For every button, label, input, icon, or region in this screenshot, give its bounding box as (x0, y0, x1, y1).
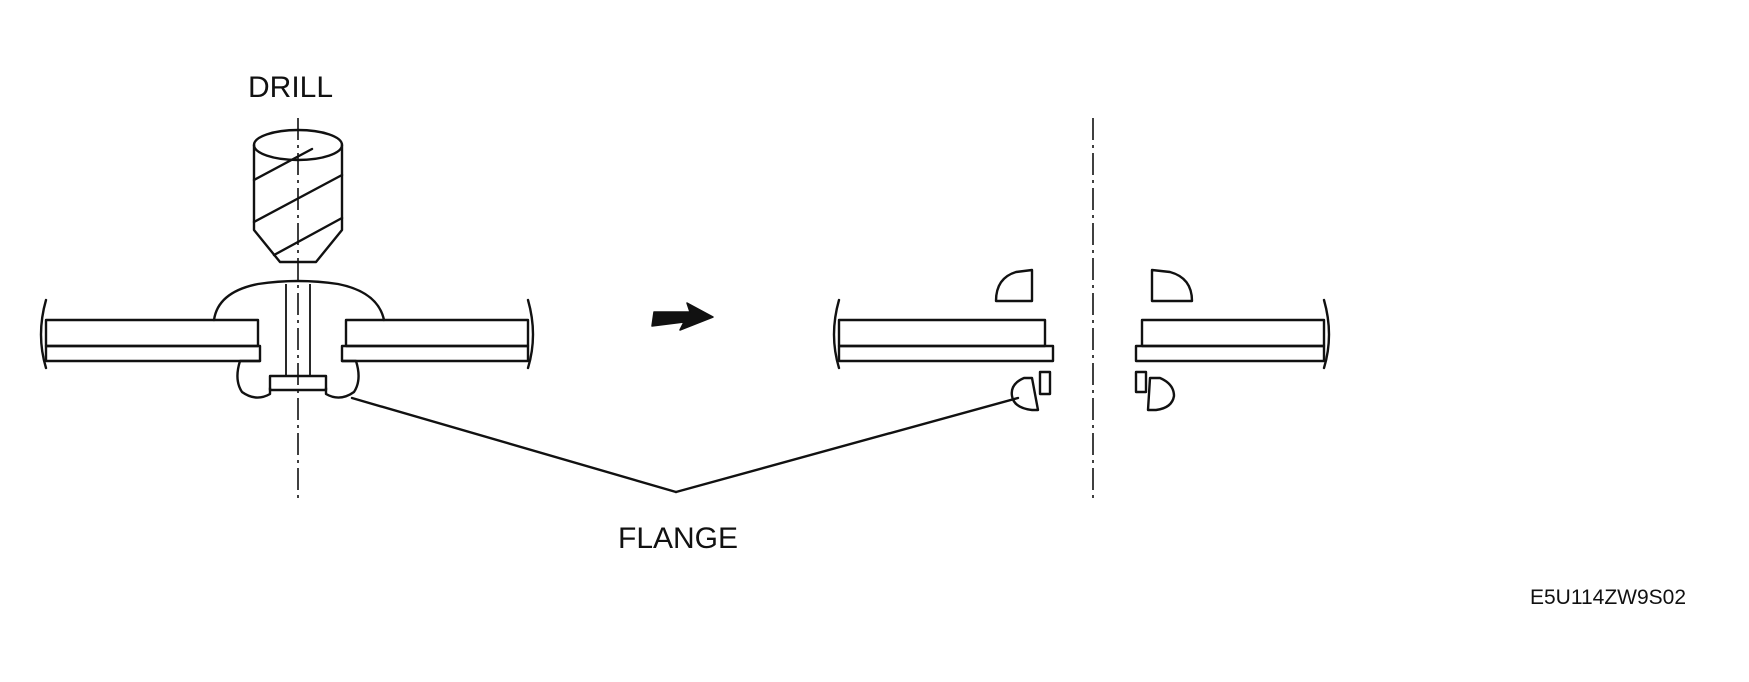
cut-head-piece-right (1150, 268, 1194, 303)
removed-stage-right (1134, 268, 1331, 412)
right-arrow-icon (651, 302, 714, 331)
mandrel-stub-right (1134, 370, 1148, 394)
flange-leader (350, 396, 1020, 494)
flange-piece (1010, 376, 1040, 412)
drilling-stage (39, 118, 535, 498)
figure-code: E5U114ZW9S02 (1530, 586, 1686, 609)
flange-piece-right (1146, 376, 1176, 412)
flange-label: FLANGE (618, 522, 738, 555)
drill-bit (252, 128, 344, 264)
mandrel-head (268, 374, 328, 392)
rivet-head (212, 279, 386, 322)
rivet-flange-right (324, 359, 360, 399)
mandrel-stub (1038, 370, 1052, 396)
rivet-flange-left (236, 359, 272, 399)
right-plate (340, 298, 535, 370)
drill-label: DRILL (248, 71, 333, 104)
removed-stage-left (832, 268, 1055, 412)
left-plate (39, 298, 262, 370)
cut-head-piece (994, 268, 1034, 303)
